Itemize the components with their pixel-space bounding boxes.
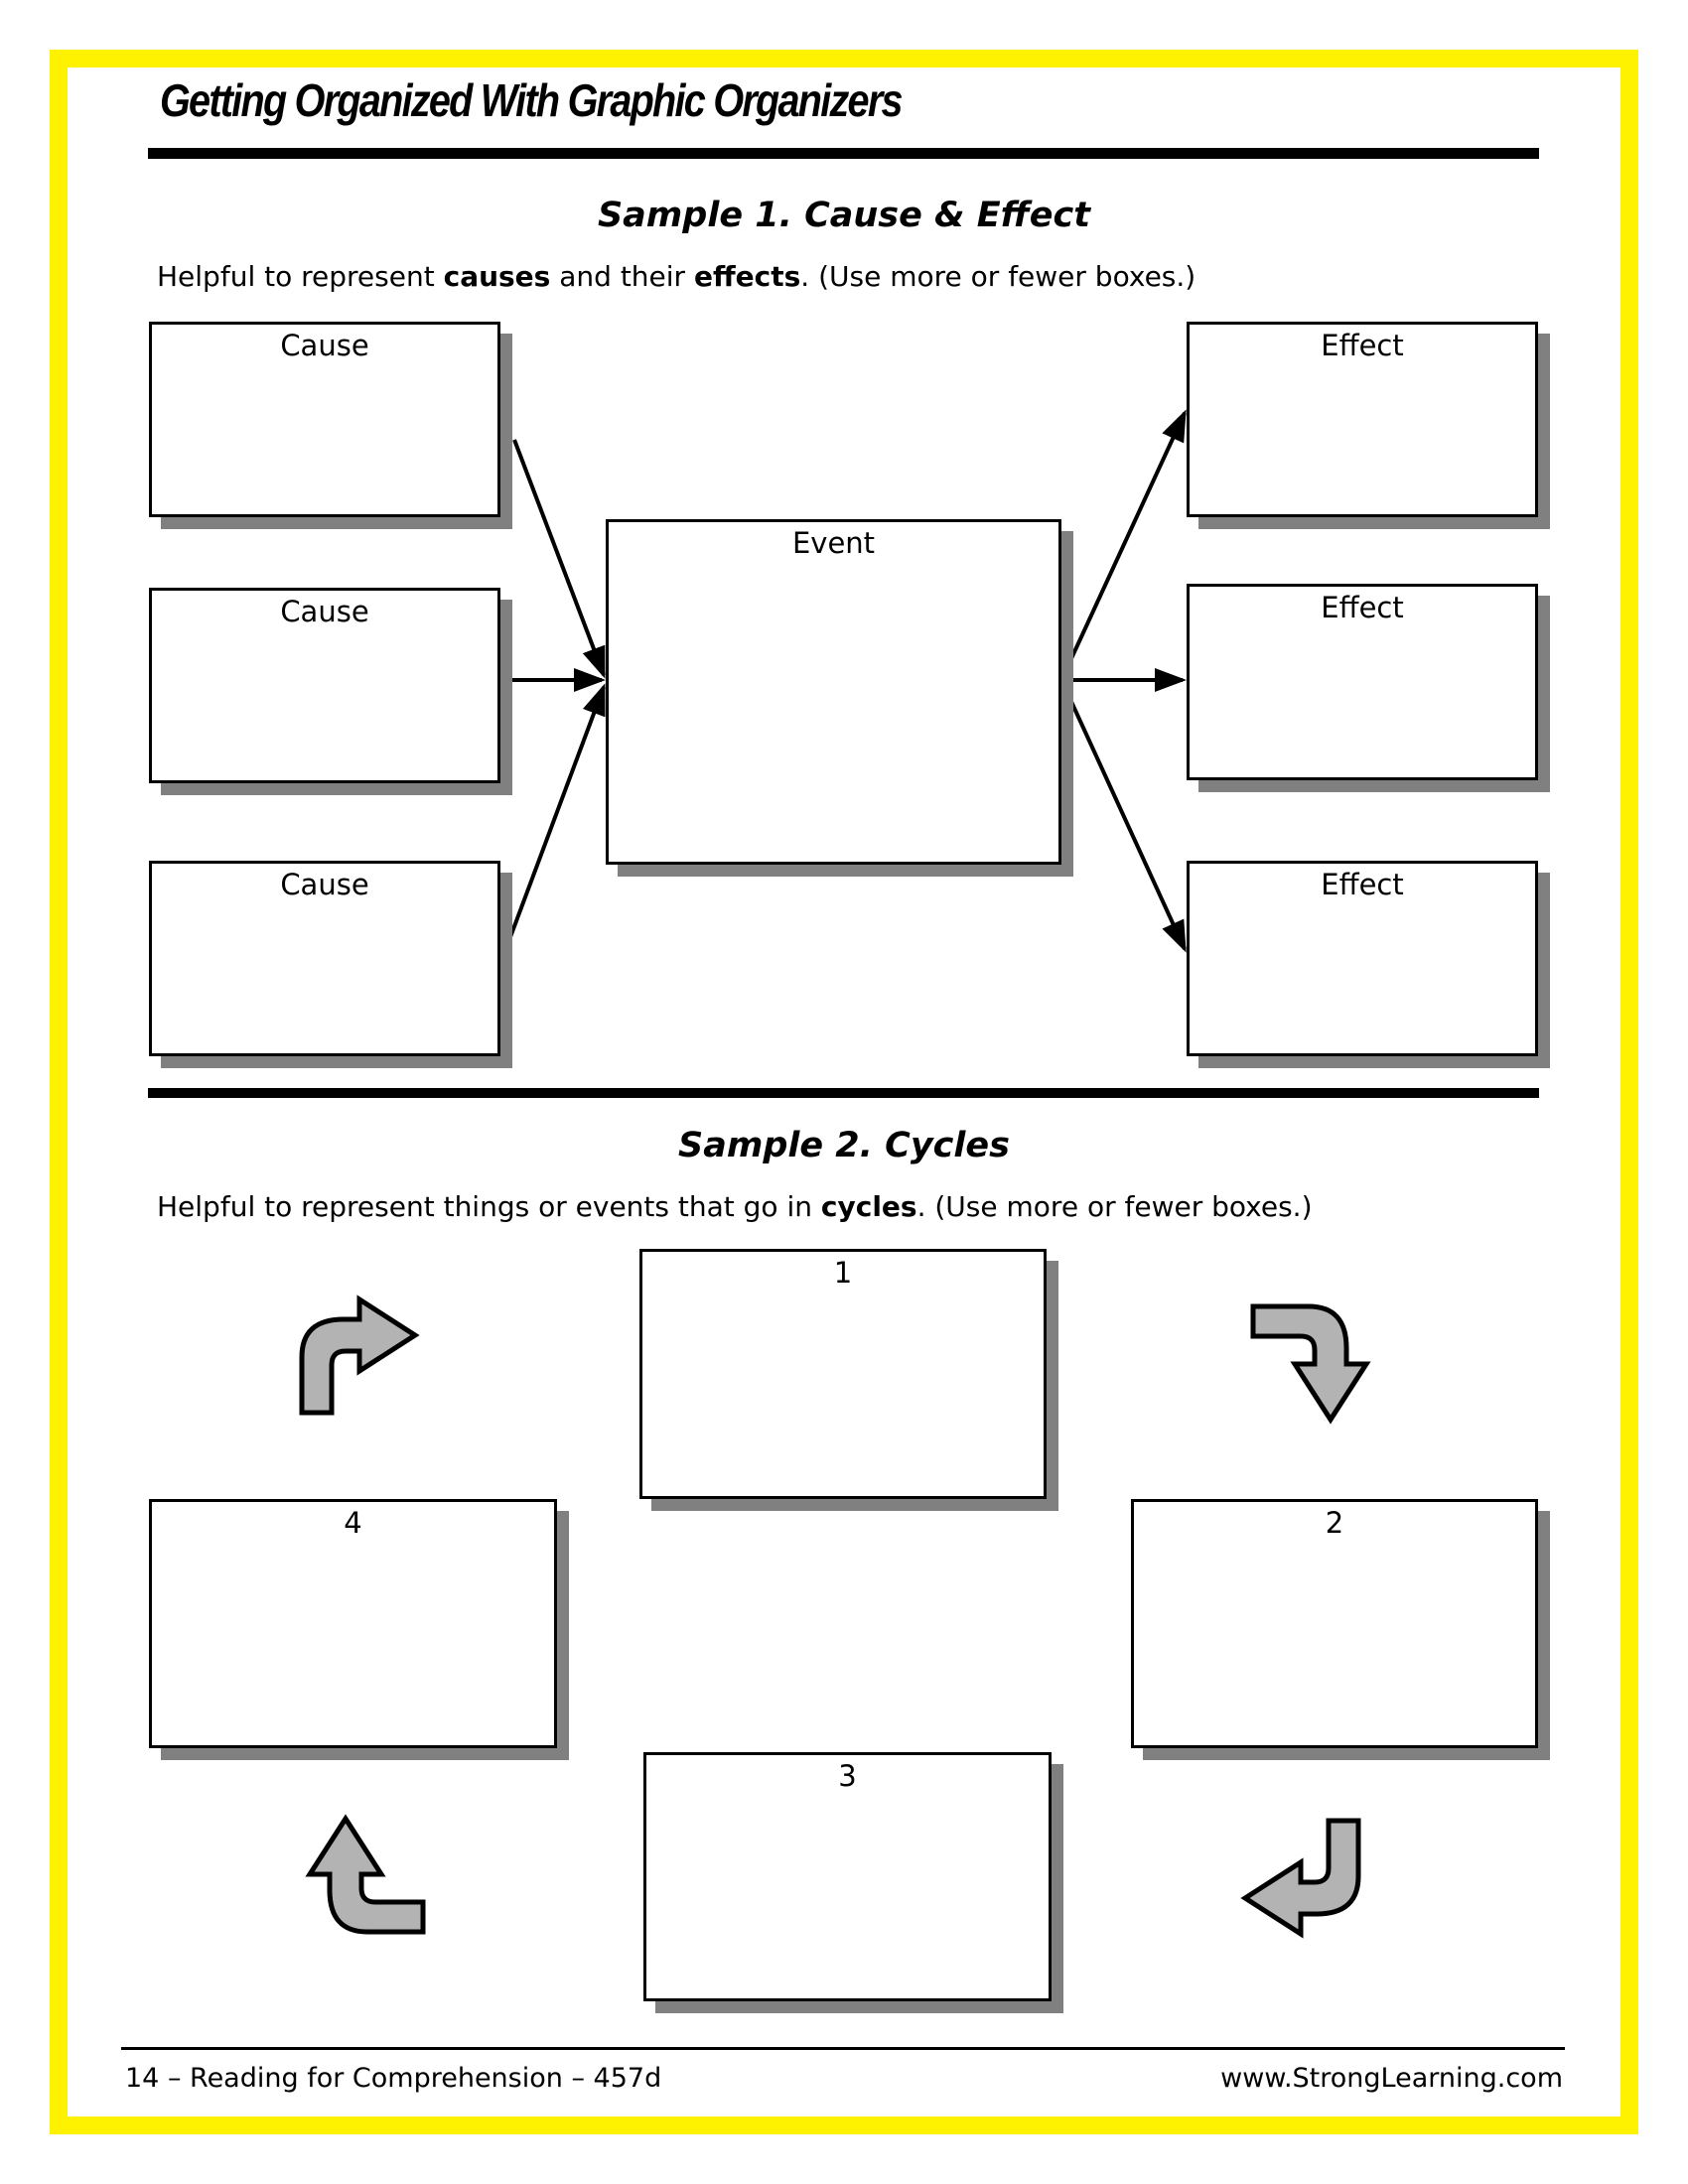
- desc-bold-cycles: cycles: [820, 1190, 917, 1223]
- event-label: Event: [791, 526, 876, 560]
- cycle-number: 3: [838, 1759, 857, 1793]
- effect-label: Effect: [1321, 591, 1404, 624]
- cause-box-1[interactable]: Cause: [149, 322, 500, 517]
- cycle-number: 1: [833, 1256, 853, 1290]
- curved-arrow-right-down-icon: [1253, 1306, 1366, 1420]
- cycle-number: 4: [344, 1506, 362, 1540]
- arrow-event-effect1: [1059, 409, 1187, 681]
- desc-text: Helpful to represent: [157, 260, 444, 293]
- sample1-heading: Sample 1. Cause & Effect: [597, 196, 1091, 235]
- cycle-number: 2: [1325, 1506, 1344, 1540]
- effect-label: Effect: [1321, 329, 1404, 362]
- page-border: [50, 50, 1638, 2134]
- header-rule: [148, 148, 1539, 159]
- sample2-description: Helpful to represent things or events th…: [157, 1190, 1313, 1223]
- cause-box-3[interactable]: Cause: [149, 861, 500, 1056]
- desc-bold-causes: causes: [443, 260, 551, 293]
- cause-box-2[interactable]: Cause: [149, 588, 500, 783]
- cycle-box-2[interactable]: 2: [1131, 1499, 1538, 1748]
- effect-label: Effect: [1321, 868, 1404, 901]
- desc-bold-effects: effects: [693, 260, 801, 293]
- page-title: Getting Organized With Graphic Organizer…: [160, 74, 904, 126]
- effect-box-3[interactable]: Effect: [1187, 861, 1538, 1056]
- desc-text: . (Use more or fewer boxes.): [916, 1190, 1313, 1223]
- desc-text: and their: [550, 260, 694, 293]
- cycle-box-1[interactable]: 1: [639, 1249, 1047, 1499]
- desc-text: . (Use more or fewer boxes.): [800, 260, 1196, 293]
- curved-arrow-down-left-icon: [1245, 1821, 1358, 1934]
- event-box[interactable]: Event: [606, 519, 1061, 865]
- effect-box-1[interactable]: Effect: [1187, 322, 1538, 517]
- footer-website: www.StrongLearning.com: [1220, 2063, 1563, 2094]
- sample1-description: Helpful to represent causes and their ef…: [157, 260, 1196, 293]
- footer-left: 14 – Reading for Comprehension – 457d: [125, 2063, 662, 2094]
- effect-box-2[interactable]: Effect: [1187, 584, 1538, 780]
- curved-arrow-left-up-icon: [310, 1819, 423, 1932]
- cause-label: Cause: [280, 595, 369, 628]
- arrow-event-effect3: [1059, 679, 1187, 953]
- cycle-box-3[interactable]: 3: [643, 1752, 1052, 2001]
- arrow-cause1-event: [512, 439, 606, 679]
- curved-arrow-up-right-icon: [302, 1299, 415, 1413]
- desc-text: Helpful to represent things or events th…: [157, 1190, 821, 1223]
- cause-label: Cause: [280, 868, 369, 901]
- cycle-box-4[interactable]: 4: [149, 1499, 557, 1748]
- sample2-heading: Sample 2. Cycles: [678, 1126, 1010, 1165]
- footer-rule: [121, 2047, 1565, 2050]
- section-rule: [148, 1088, 1539, 1098]
- arrow-cause3-event: [499, 683, 606, 962]
- cause-label: Cause: [280, 329, 369, 362]
